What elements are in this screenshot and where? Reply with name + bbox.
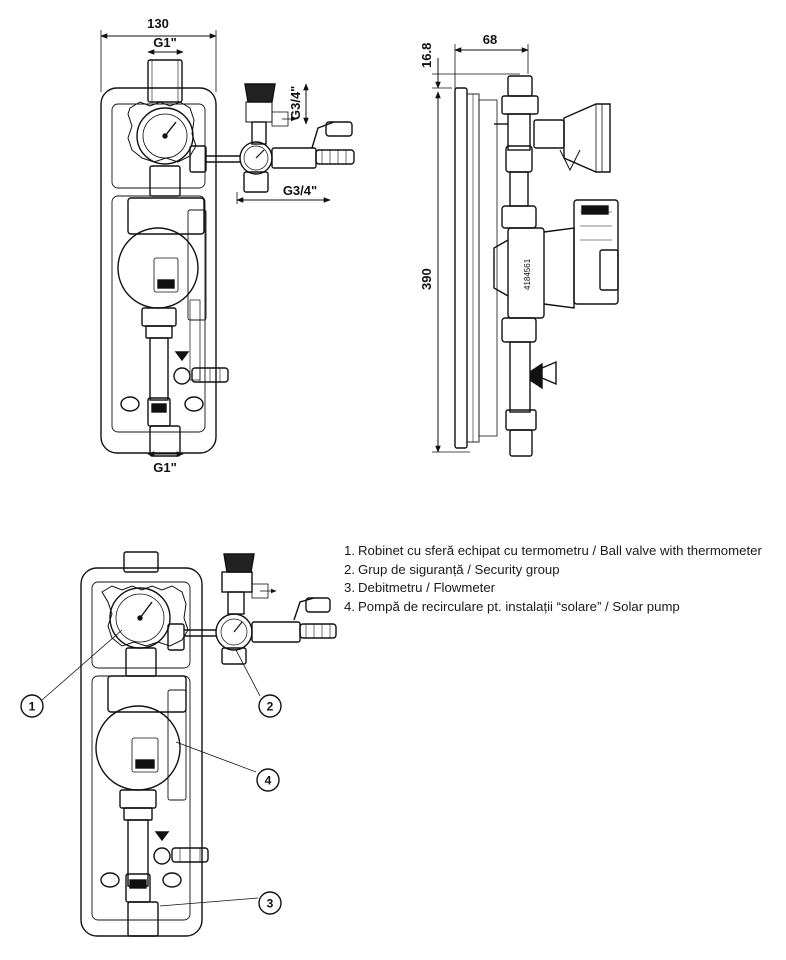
leader-2 xyxy=(235,649,261,697)
security-group xyxy=(206,83,355,193)
ball-valve-thermometer xyxy=(127,101,207,197)
dim-thread-bottom: G1" xyxy=(153,460,177,475)
parts-legend: 1.Robinet cu sferă echipat cu termometru… xyxy=(344,542,774,616)
solar-pump xyxy=(117,197,207,339)
dim-thread-top: G1" xyxy=(153,35,177,50)
solar-pump-side: 4184561 xyxy=(493,199,619,319)
svg-text:1: 1 xyxy=(29,700,36,714)
svg-text:3: 3 xyxy=(267,897,274,911)
svg-text:2: 2 xyxy=(267,700,274,714)
dim-height-390: 390 xyxy=(419,268,434,290)
callout-3: 3 xyxy=(258,891,282,915)
dim-offset: 16.8 xyxy=(419,43,434,68)
callout-1: 1 xyxy=(20,694,44,718)
legend-item-2: 2.Grup de siguranță / Security group xyxy=(344,561,560,577)
legend-text-3: Debitmetru / Flowmeter xyxy=(358,580,496,595)
callout-2: 2 xyxy=(258,694,282,718)
front-view: 130 G1" xyxy=(100,16,355,475)
top-pipe xyxy=(147,59,183,103)
dim-width-130: 130 xyxy=(147,16,169,31)
svg-text:4: 4 xyxy=(265,774,272,788)
leader-1 xyxy=(41,629,123,701)
flowmeter xyxy=(120,299,229,457)
detail-view: 1 2 3 4 xyxy=(20,551,337,937)
legend-item-3: 3.Debitmetru / Flowmeter xyxy=(344,580,496,595)
legend-item-1: 1.Robinet cu sferă echipat cu termometru… xyxy=(344,543,762,558)
dim-depth-68: 68 xyxy=(483,32,497,47)
legend-text-4: Pompă de recirculare pt. instalații “sol… xyxy=(358,598,680,614)
pump-model-label: 4184561 xyxy=(523,258,532,290)
dim-thread-valve: G3/4" xyxy=(288,86,303,120)
dim-thread-side: G3/4" xyxy=(283,183,317,198)
side-view: 68 16.8 390 4184561 xyxy=(419,32,619,457)
leader-4 xyxy=(175,741,257,773)
legend-text-1: Robinet cu sferă echipat cu termometru /… xyxy=(358,543,762,558)
leader-3 xyxy=(159,897,259,907)
legend-text-2: Grup de siguranță / Security group xyxy=(358,561,560,577)
legend-item-4: 4.Pompă de recirculare pt. instalații “s… xyxy=(344,598,680,614)
callout-4: 4 xyxy=(256,768,280,792)
